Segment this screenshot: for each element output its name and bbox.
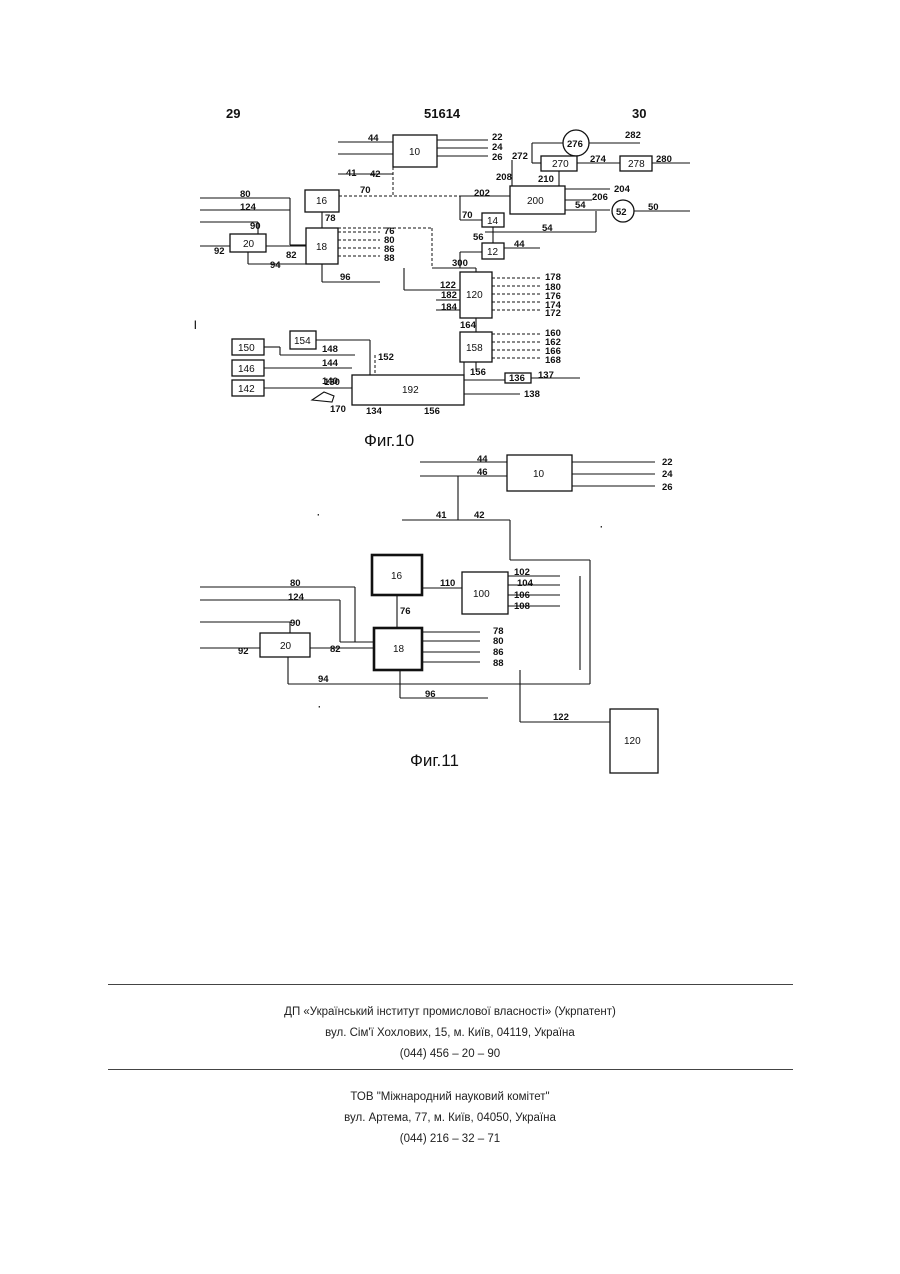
- diagram-label: 10: [533, 469, 545, 480]
- diagram-label: 100: [473, 589, 490, 600]
- diagram-label: 96: [425, 689, 436, 700]
- diagram-label: 108: [514, 601, 530, 612]
- diagram-label: 102: [514, 567, 530, 578]
- footer-org-2: ТОВ "Міжнародний науковий комітет": [0, 1091, 900, 1103]
- diagram-label: 120: [624, 736, 641, 747]
- diagram-label: 76: [400, 606, 411, 617]
- diagram-label: 88: [493, 658, 504, 669]
- divider-2: [108, 1069, 793, 1070]
- diagram-label: 18: [393, 644, 405, 655]
- diagram-label: 41: [436, 510, 447, 521]
- figure-11-caption: Фиг.11: [410, 751, 459, 770]
- diagram-label: 26: [662, 482, 673, 493]
- diagram-label: 80: [493, 636, 504, 647]
- footer-phone-1: (044) 456 – 20 – 90: [0, 1048, 900, 1060]
- diagram-label: 44: [477, 454, 488, 465]
- diagram-label: 22: [662, 457, 673, 468]
- diagram-label: 42: [474, 510, 485, 521]
- diagram-label: 110: [440, 578, 455, 589]
- diagram-label: ·: [317, 510, 320, 521]
- diagram-label: 80: [290, 578, 301, 589]
- footer-address-2: вул. Артема, 77, м. Київ, 04050, Україна: [0, 1112, 900, 1124]
- diagram-label: 82: [330, 644, 341, 655]
- diagram-label: 90: [290, 618, 301, 629]
- diagram-label: 124: [288, 592, 305, 603]
- diagram-label: ·: [318, 702, 321, 713]
- diagram-label: 20: [280, 641, 292, 652]
- diagram-label: 86: [493, 647, 504, 658]
- diagram-label: 122: [553, 712, 569, 723]
- divider-1: [108, 984, 793, 985]
- diagram-label: 92: [238, 646, 249, 657]
- diagram-label: ·: [600, 522, 603, 533]
- diagram-label: 46: [477, 467, 488, 478]
- footer-address-1: вул. Сім'ї Хохлових, 15, м. Київ, 04119,…: [0, 1027, 900, 1039]
- diagram-label: 24: [662, 469, 673, 480]
- diagram-label: 94: [318, 674, 329, 685]
- footer-org-1: ДП «Український інститут промислової вла…: [0, 1006, 900, 1018]
- diagram-label: 16: [391, 571, 403, 582]
- footer-phone-2: (044) 216 – 32 – 71: [0, 1133, 900, 1145]
- diagram-label: 104: [517, 578, 534, 589]
- diagram-label: 106: [514, 590, 530, 601]
- figure-11-diagram: 10 44 46 22 24 26 41 42 · · 16 110 76 10…: [0, 0, 900, 800]
